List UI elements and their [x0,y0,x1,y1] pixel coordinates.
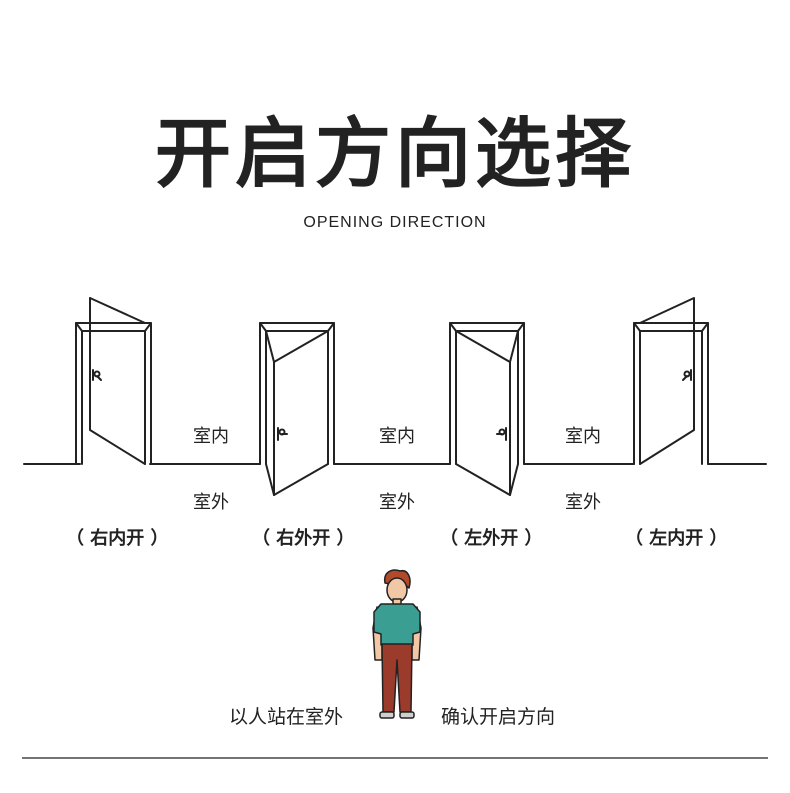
indoor-label-1: 室内 [193,426,229,447]
person-figure [372,569,422,719]
door-label-left-inward: （ 左内开 ） [625,528,728,549]
indoor-label-3: 室内 [565,426,601,447]
door-left-outward [449,322,525,496]
indoor-label-2: 室内 [379,426,415,447]
door-right-outward [259,322,335,496]
door-left-inward [633,297,709,465]
door-label-right-inward: （ 右内开 ） [66,528,169,549]
page-subtitle: OPENING DIRECTION [303,214,487,231]
outdoor-label-2: 室外 [379,492,415,513]
caption-left: 以人站在室外 [229,706,344,728]
outdoor-label-1: 室外 [193,492,229,513]
door-right-inward [75,297,152,465]
door-label-left-outward: （ 左外开 ） [440,528,543,549]
door-label-right-outward: （ 右外开 ） [252,528,355,549]
caption-right: 确认开启方向 [441,706,556,728]
outdoor-label-3: 室外 [565,492,601,513]
page-title: 开启方向选择 [155,109,635,198]
